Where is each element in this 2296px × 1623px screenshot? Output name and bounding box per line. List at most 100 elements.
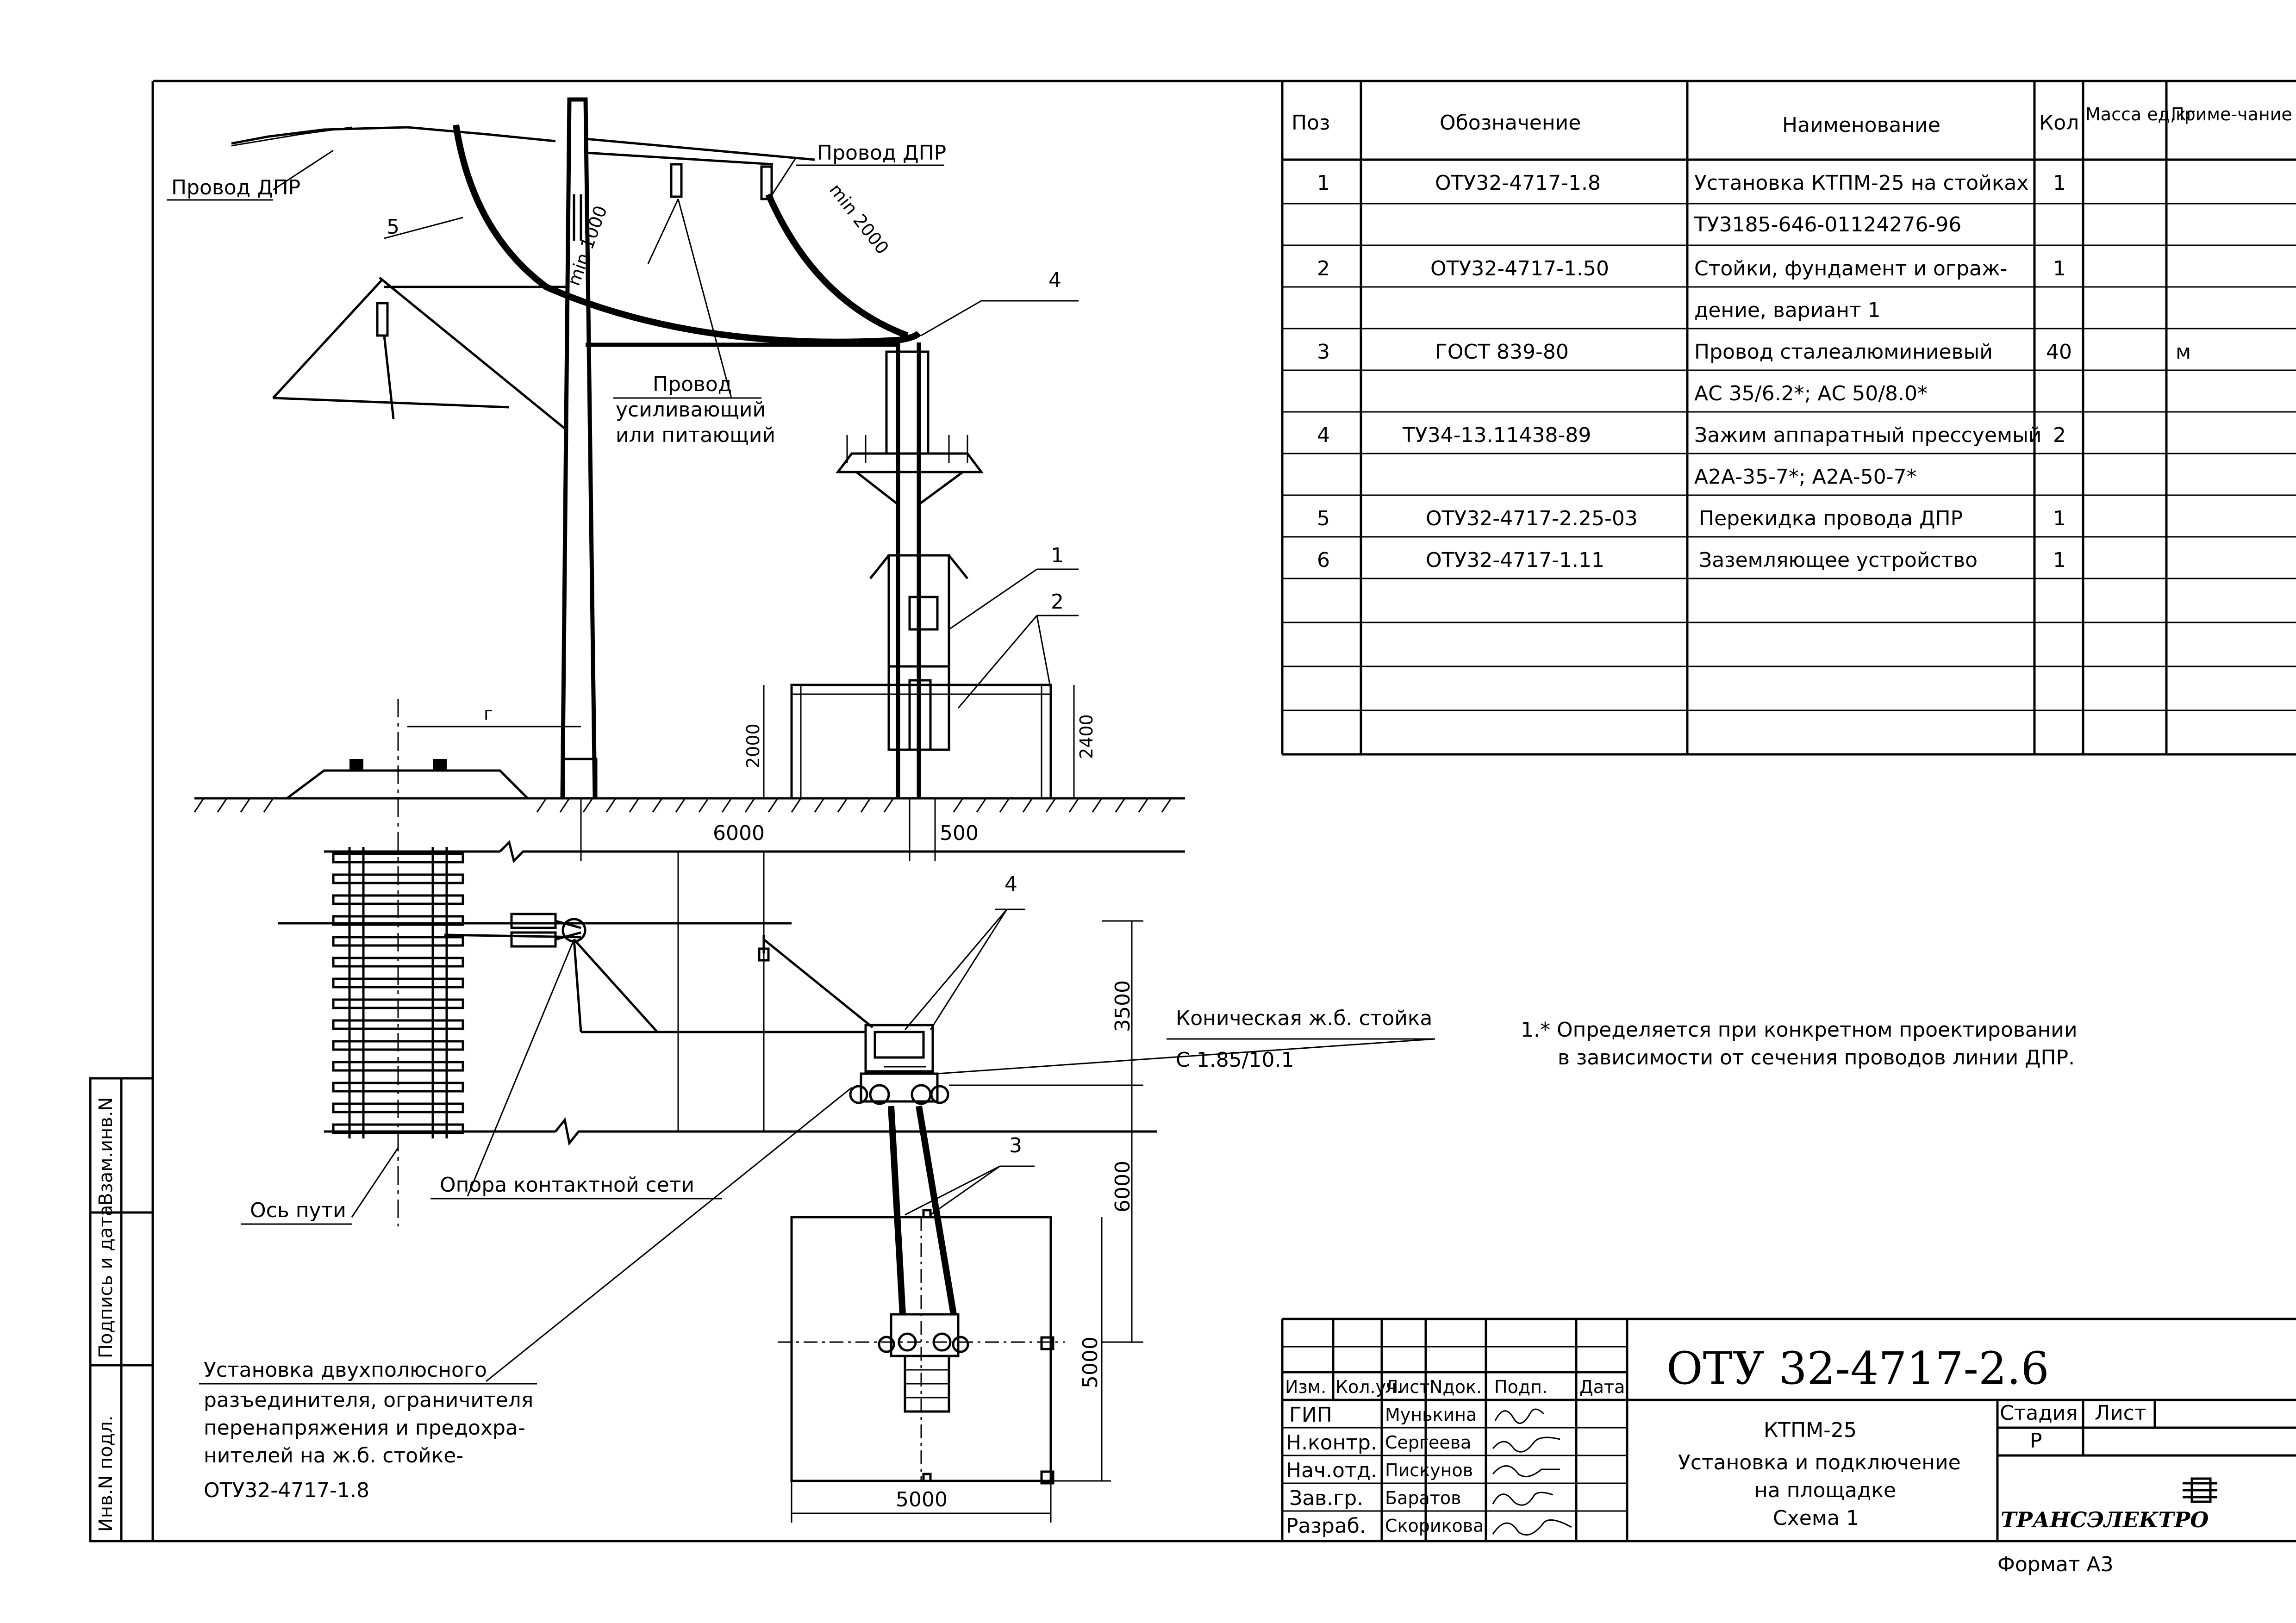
plan-view: [278, 833, 1435, 1523]
spec-header-mass: Масса ед,кг: [2085, 104, 2196, 124]
rail-right: [433, 759, 447, 771]
spec-table: [1281, 81, 2296, 756]
spec-header-name: Наименование: [1782, 113, 1940, 137]
label-install-1: Установка двухполюсного: [204, 1358, 487, 1382]
label-reinforcing-wire-3: или питающий: [616, 423, 775, 447]
dim-6000-horizontal: 6000: [713, 821, 765, 845]
spec-cell: Зажим аппаратный прессуемый: [1694, 423, 2041, 447]
track-plan: [332, 833, 464, 1226]
label-catenary-support: Опора контактной сети: [440, 1173, 694, 1197]
label-min-2000: min 2000: [825, 180, 893, 258]
label-conical-post: Коническая ж.б. стойка: [1176, 1007, 1432, 1030]
spec-header-designation: Обозначение: [1440, 111, 1581, 135]
catenary-mast: [560, 97, 597, 799]
ktp-plan: [849, 1024, 949, 1105]
note-line-2: в зависимости от сечения проводов линии …: [1558, 1046, 2075, 1070]
label-conical-post-type: С 1.85/10.1: [1176, 1048, 1294, 1072]
tb-header-izm: Изм.: [1285, 1377, 1326, 1397]
side-stamp-signature-date: Подпись и дата: [95, 1205, 117, 1358]
dim-2000: 2000: [743, 723, 763, 768]
spec-header-note: Приме-чание: [2171, 104, 2292, 124]
track-ballast: [286, 769, 529, 799]
tb-name-razrab: Скорикова: [1385, 1516, 1484, 1536]
spec-cell: ОТУ32-4717-1.8: [1435, 171, 1601, 195]
spec-cell: 1: [2053, 507, 2066, 530]
tb-header-data: Дата: [1579, 1377, 1625, 1397]
dim-2400: 2400: [1076, 714, 1097, 759]
spec-cell: 1: [2053, 257, 2066, 280]
spec-cell: 1: [2053, 548, 2066, 572]
fence-elevation: [790, 684, 1052, 800]
spec-cell: ОТУ32-4717-2.25-03: [1426, 507, 1638, 530]
side-stamp-inv-podl: Инв.N подл.: [95, 1415, 117, 1532]
label-install-2: разъединителя, ограничителя: [204, 1388, 533, 1412]
label-position-4-plan: 4: [1004, 872, 1017, 896]
dim-3500: 3500: [1111, 980, 1135, 1032]
title-block: [1281, 1318, 2296, 1541]
tb-header-ndok: Nдок.: [1429, 1377, 1482, 1397]
spec-cell: 6: [1317, 548, 1330, 572]
spec-cell: ОТУ32-4717-1.50: [1430, 257, 1609, 280]
spec-cell: ТУ3185-646-01124276-96: [1694, 213, 1961, 236]
spec-cell: ТУ34-13.11438-89: [1402, 423, 1591, 447]
tb-role-razrab: Разраб.: [1286, 1514, 1366, 1538]
spec-cell: 3: [1317, 340, 1330, 364]
tb-role-gip: ГИП: [1289, 1403, 1332, 1427]
jumper-wire-5: [453, 124, 921, 345]
tb-role-zav-gr: Зав.гр.: [1289, 1486, 1363, 1510]
feed-wire: [765, 193, 909, 339]
tb-header-kol-uch: Кол.уч.: [1335, 1377, 1402, 1397]
spec-header-pos: Поз: [1292, 111, 1330, 135]
cable-3-a: [888, 1106, 906, 1315]
label-dpr-wire-right: Провод ДПР: [817, 141, 946, 165]
tb-title-line-2: Установка и подключение: [1678, 1451, 1961, 1474]
ktp-plan-lower: [878, 1313, 969, 1413]
tb-title-line-3: на площадке: [1754, 1479, 1896, 1502]
label-dpr-wire-left: Провод ДПР: [171, 176, 300, 199]
label-gauge-r: г: [484, 703, 493, 724]
tb-stage-value: Р: [2030, 1429, 2042, 1453]
spec-cell: 40: [2046, 340, 2072, 364]
label-install-4: нителей на ж.б. стойке-: [204, 1444, 463, 1468]
spec-table-rows: 1 ОТУ32-4717-1.8 Установка КТПМ-25 на ст…: [1317, 171, 2191, 572]
spec-cell: 4: [1317, 423, 1330, 447]
spec-cell: Стойки, фундамент и ограж-: [1694, 257, 2008, 280]
sheet-frame: [89, 80, 2296, 1542]
sheet-format: Формат А3: [1997, 1553, 2114, 1576]
tb-title-line-4: Схема 1: [1773, 1506, 1859, 1530]
spec-cell: 5: [1317, 507, 1330, 530]
rail-left: [349, 759, 363, 771]
tb-sheet-label: Лист: [2095, 1401, 2146, 1425]
spec-header-qty: Кол: [2039, 111, 2079, 135]
dim-500: 500: [940, 821, 979, 845]
tb-header-list: Лист: [1385, 1377, 1429, 1397]
label-position-3: 3: [1009, 1134, 1022, 1157]
spec-cell: 2: [2053, 423, 2066, 447]
label-install-5: ОТУ32-4717-1.8: [204, 1479, 369, 1502]
tb-name-n-kontr: Сергеева: [1385, 1432, 1471, 1453]
label-install-3: перенапряжения и предохра-: [204, 1416, 525, 1440]
note-line-1: 1.* Определяется при конкретном проектир…: [1521, 1018, 2078, 1042]
label-reinforcing-wire-2: усиливающий: [616, 398, 766, 422]
spec-cell: 1: [1317, 171, 1330, 195]
tb-role-n-kontr: Н.контр.: [1286, 1431, 1377, 1455]
spec-cell: 2: [1317, 257, 1330, 280]
side-stamp-replaced-inv: Взам.инв.N: [95, 1097, 117, 1206]
label-track-axis: Ось пути: [250, 1199, 346, 1222]
spec-cell: дение, вариант 1: [1694, 298, 1881, 322]
elevation-view: [193, 97, 1185, 861]
spec-cell: Заземляющее устройство: [1699, 548, 1978, 572]
dim-6000-vertical: 6000: [1111, 1161, 1135, 1213]
spec-cell: ОТУ32-4717-1.11: [1426, 548, 1604, 572]
spec-cell: Установка КТПМ-25 на стойках: [1694, 171, 2028, 195]
tb-stage-label: Стадия: [2000, 1401, 2078, 1425]
spec-cell: ГОСТ 839-80: [1435, 340, 1569, 364]
dim-5000-horizontal: 5000: [896, 1488, 948, 1511]
tb-header-podp: Подп.: [1494, 1377, 1547, 1397]
label-position-1: 1: [1051, 544, 1064, 567]
company-name: ТРАНСЭЛЕКТРО: [2001, 1507, 2209, 1532]
label-position-2: 2: [1051, 590, 1064, 614]
spec-cell: АС 35/6.2*; АС 50/8.0*: [1694, 382, 1928, 405]
ktp-station: [836, 342, 984, 798]
